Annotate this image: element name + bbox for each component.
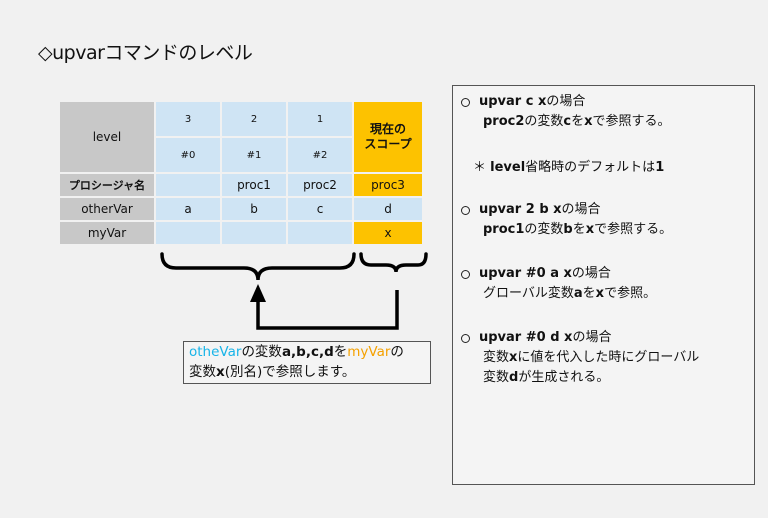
level-label: level — [58, 100, 156, 174]
case-command: upvar 2 b x — [479, 202, 562, 217]
case-desc: に値を代入した時にグローバル — [517, 350, 700, 365]
explanation-panel: upvar c x の場合 proc2の変数cをxで参照する。 ＊ level省… — [452, 85, 755, 485]
case-desc: x — [595, 286, 605, 301]
level-cell: 1 — [286, 100, 354, 138]
default-remark: ＊ level省略時のデフォルトは1 — [473, 158, 664, 178]
case-item-2: upvar 2 b x の場合 proc1の変数bをxで参照する。 — [461, 200, 672, 240]
frame-cell: #0 — [154, 136, 222, 174]
case-tail: の場合 — [546, 94, 586, 109]
case-desc: x — [509, 350, 518, 365]
brace-right — [359, 252, 428, 273]
othervar-cell: d — [352, 196, 424, 222]
note-vars: a,b,c,d — [281, 344, 334, 360]
case-desc: c — [563, 114, 572, 129]
remark-text: ＊ — [473, 160, 491, 175]
connector-line — [256, 290, 399, 330]
case-desc: グローバル変数 — [483, 286, 574, 301]
remark-text: 1 — [655, 160, 665, 175]
case-desc: x — [584, 114, 593, 129]
note-text: 変数 — [189, 364, 216, 380]
case-desc: を — [582, 286, 596, 301]
case-desc: の変数 — [524, 114, 564, 129]
frame-cell: #1 — [220, 136, 288, 174]
note-line-2: 変数x(別名)で参照します。 — [189, 362, 430, 382]
case-desc: x — [585, 222, 595, 237]
case-desc: 変数 — [483, 370, 510, 385]
case-desc: d — [509, 370, 519, 385]
othervar-cell: a — [154, 196, 222, 222]
frame-cell: #2 — [286, 136, 354, 174]
othervar-label: otherVar — [58, 196, 156, 222]
case-tail: の場合 — [561, 202, 601, 217]
bullet-circle-icon — [461, 97, 470, 107]
bullet-circle-icon — [461, 205, 470, 215]
case-desc: proc1 — [483, 222, 525, 237]
note-text: の変数 — [241, 344, 282, 360]
case-desc: proc2 — [483, 114, 525, 129]
case-item-3: upvar #0 a x の場合 グローバル変数aをxで参照。 — [461, 264, 656, 304]
case-tail: の場合 — [572, 330, 612, 345]
case-desc: が生成される。 — [518, 370, 610, 385]
arrow-head-icon — [250, 284, 266, 302]
myvar-cell — [286, 220, 354, 246]
note-text: を — [333, 344, 348, 360]
othervar-cell: c — [286, 196, 354, 222]
remark-text: 省略時のデフォルトは — [525, 160, 656, 175]
remark-text: level — [490, 160, 526, 175]
myvar-label: myVar — [58, 220, 156, 246]
level-table: level 3 2 1 現在のスコープ #0 #1 #2 プロシージャ名 pro… — [58, 100, 424, 246]
myvar-cell — [154, 220, 222, 246]
proc-cell: proc2 — [286, 172, 354, 198]
note-myvar: myVar — [347, 344, 391, 360]
case-command: upvar #0 d x — [479, 330, 573, 345]
case-desc: を — [571, 114, 585, 129]
level-cell: 3 — [154, 100, 222, 138]
case-desc: の変数 — [524, 222, 564, 237]
note-line-1: otheVarの変数a,b,c,dをmyVarの — [189, 342, 430, 362]
case-desc: で参照。 — [604, 286, 657, 301]
othervar-cell: b — [220, 196, 288, 222]
case-desc: 変数 — [483, 350, 510, 365]
case-item-1: upvar c x の場合 proc2の変数cをxで参照する。 — [461, 92, 671, 132]
myvar-cell: x — [352, 220, 424, 246]
myvar-cell — [220, 220, 288, 246]
note-text: (別名)で参照します。 — [224, 364, 356, 380]
proc-label: プロシージャ名 — [58, 172, 156, 198]
note-var-x: x — [216, 364, 225, 380]
bullet-circle-icon — [461, 333, 470, 343]
case-command: upvar #0 a x — [479, 266, 572, 281]
current-scope-header: 現在のスコープ — [352, 100, 424, 174]
case-desc: b — [563, 222, 573, 237]
case-desc: で参照する。 — [592, 114, 671, 129]
case-desc: a — [573, 286, 583, 301]
proc-cell: proc1 — [220, 172, 288, 198]
proc-cell — [154, 172, 222, 198]
current-scope-label: 現在のスコープ — [364, 122, 412, 151]
case-tail: の場合 — [571, 266, 611, 281]
note-othervar: otheVar — [189, 344, 242, 360]
case-command: upvar c x — [479, 94, 547, 109]
case-desc: を — [572, 222, 586, 237]
case-desc: で参照する。 — [594, 222, 673, 237]
brace-left — [160, 252, 356, 281]
page-title: ◇upvarコマンドのレベル — [38, 42, 253, 64]
explanation-note: otheVarの変数a,b,c,dをmyVarの 変数x(別名)で参照します。 — [183, 341, 431, 384]
bullet-circle-icon — [461, 269, 470, 279]
note-text: の — [390, 344, 404, 360]
level-cell: 2 — [220, 100, 288, 138]
proc-cell: proc3 — [352, 172, 424, 198]
